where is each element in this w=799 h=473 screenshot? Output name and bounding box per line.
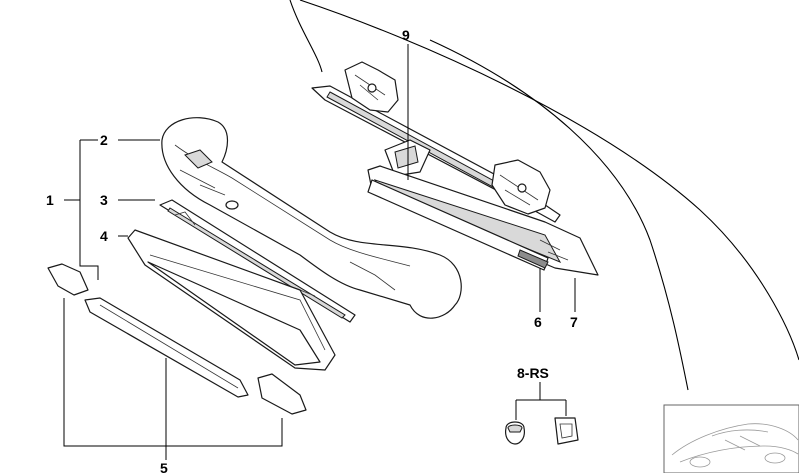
part-5-trim: [47, 263, 307, 415]
part-9-rail-mechanism: [311, 61, 561, 223]
callout-3: 3: [100, 192, 108, 208]
callout-7: 7: [570, 314, 578, 330]
callout-8-rs: 8-RS: [517, 365, 549, 381]
part-8-clips: [505, 417, 579, 445]
part-6-strip: [367, 179, 549, 271]
callout-4: 4: [100, 228, 108, 244]
car-thumbnail: [663, 404, 799, 473]
part-4-panel: [127, 229, 336, 371]
callout-5: 5: [160, 460, 168, 473]
leader-lines: [63, 44, 576, 460]
callout-2: 2: [100, 132, 108, 148]
callout-1: 1: [46, 192, 54, 208]
car-body-outline: [289, 0, 799, 391]
part-2-cover: [161, 117, 462, 319]
callout-9: 9: [402, 27, 410, 43]
callout-6: 6: [534, 314, 542, 330]
